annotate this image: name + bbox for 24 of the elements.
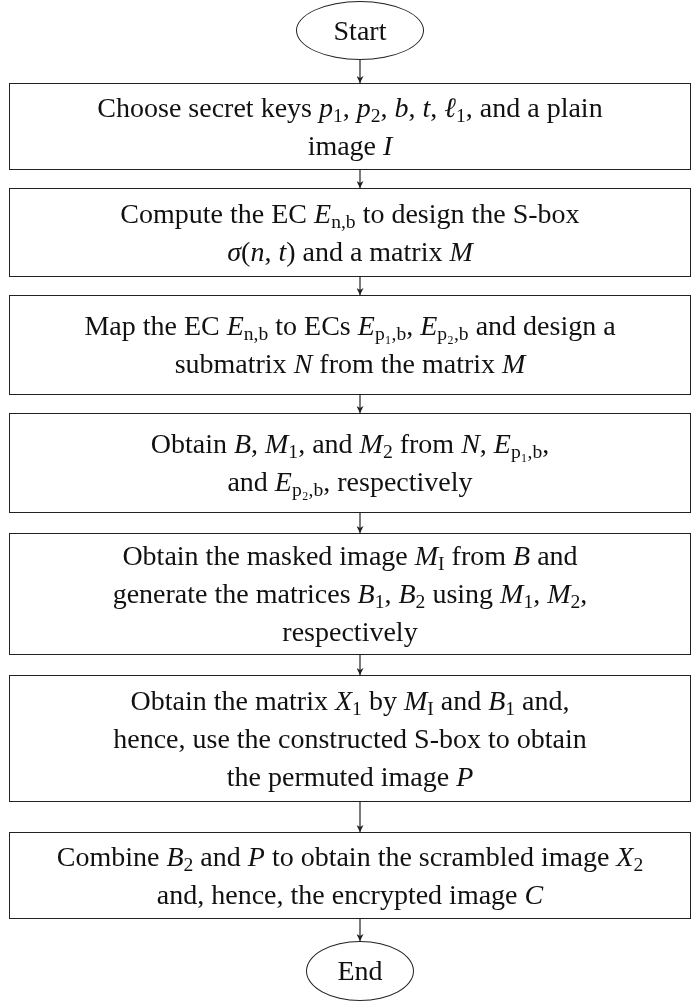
process-box [9, 832, 691, 919]
process-box [9, 188, 691, 277]
process-box [9, 533, 691, 655]
process-box [9, 413, 691, 513]
step-text: Obtain B, M$_{1}$, and M$_{2}$ from N, E$_{p₁,b}$, and E$_{p₂,b}$, respectively [149, 427, 551, 501]
arrow [356, 654, 364, 676]
step-text: Combine B$_{2}$ and P to obtain the scrambled image X$_{2}$ and, hence, the encrypted image C [55, 839, 645, 912]
step-text: Obtain the masked image M$_{I}$ from B and generate the matrices B$_{1}$, B$_{2}$ using M$_{1}$, M$_{2}$, respectively [111, 539, 589, 649]
arrow [356, 59, 364, 84]
process-box [9, 295, 691, 395]
arrow [356, 918, 364, 942]
arrow [356, 394, 364, 414]
terminal-label: End [337, 954, 383, 988]
arrow [356, 512, 364, 534]
terminal-label: Start [333, 13, 387, 48]
step-text: Map the EC E$_{n,b}$ to ECs E$_{p₁,b}$, E$_{p₂,b}$ and design a submatrix N from the matrix M [83, 309, 617, 381]
process-box [9, 83, 691, 170]
step-text: Compute the EC E$_{n,b}$ to design the S-box σ(n, t) and a matrix M [120, 196, 580, 269]
process-box [9, 675, 691, 802]
step-text: Obtain the matrix X$_{1}$ by M$_{I}$ and B$_{1}$ and, hence, use the constructed S-box to obtain the permuted image P [112, 683, 588, 794]
arrow [356, 801, 364, 833]
arrow [356, 276, 364, 296]
arrow [356, 169, 364, 189]
step-text: Choose secret keys p$_{1}$, p$_{2}$, b, t, ℓ$_{1}$, and a plain image I [96, 90, 604, 163]
